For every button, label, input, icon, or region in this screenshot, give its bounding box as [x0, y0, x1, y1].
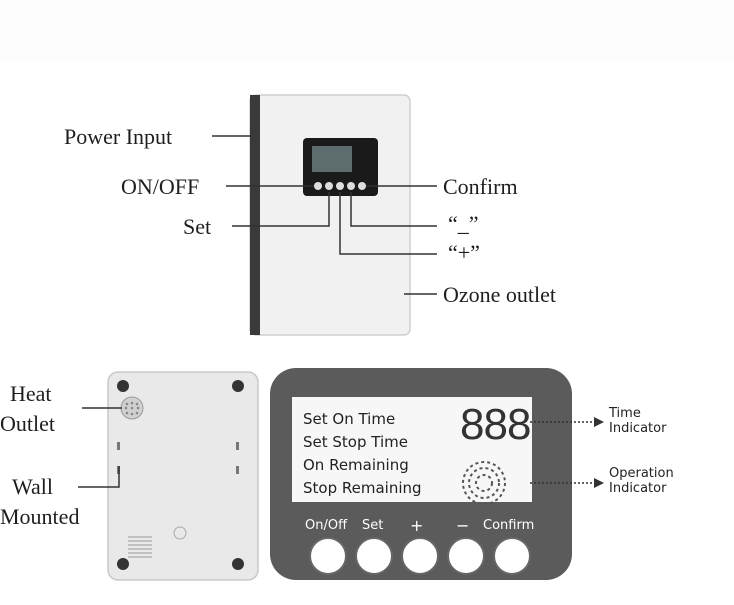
operation-swirl — [462, 461, 506, 505]
label-minus: “_” — [448, 211, 479, 236]
screen-display — [312, 146, 352, 172]
digit-display: 888 — [460, 400, 531, 449]
button-label-confirm: Confirm — [483, 518, 535, 533]
operation-indicator-line2: Indicator — [609, 481, 667, 496]
operation-indicator-line1: Operation — [609, 466, 674, 481]
label-on-off: ON/OFF — [121, 174, 200, 199]
device-side-edge — [250, 95, 260, 335]
button-label-minus: − — [456, 516, 470, 535]
plus-button[interactable] — [401, 537, 439, 575]
label-confirm: Confirm — [443, 174, 518, 199]
time-indicator-line2: Indicator — [609, 421, 667, 436]
lcd-line: Stop Remaining — [303, 479, 422, 497]
btn-set-small — [325, 182, 333, 190]
button-label-onoff: On/Off — [305, 518, 348, 533]
device-body — [249, 94, 411, 336]
label-set: Set — [183, 214, 212, 239]
label-power-input: Power Input — [64, 124, 173, 149]
top-background — [0, 0, 734, 62]
label-wall: Wall — [12, 474, 53, 499]
label-ozone-outlet: Ozone outlet — [443, 282, 557, 307]
minus-button[interactable] — [447, 537, 485, 575]
button-label-plus: + — [410, 516, 424, 535]
label-heat: Heat — [10, 381, 52, 406]
lcd-line: On Remaining — [303, 456, 409, 474]
btn-onoff-small — [314, 182, 322, 190]
operation-indicator-label: Operation Indicator — [609, 466, 674, 496]
onoff-button[interactable] — [309, 537, 347, 575]
button-label-set: Set — [362, 518, 384, 533]
time-indicator-line1: Time — [609, 406, 641, 421]
btn-plus-small — [336, 182, 344, 190]
set-button[interactable] — [355, 537, 393, 575]
btn-minus-small — [347, 182, 355, 190]
label-mounted: Mounted — [0, 504, 80, 529]
lcd-line: Set Stop Time — [303, 433, 408, 451]
lcd-line: Set On Time — [303, 410, 396, 428]
label-outlet: Outlet — [0, 411, 55, 436]
confirm-button[interactable] — [493, 537, 531, 575]
label-plus: “+” — [448, 240, 480, 265]
btn-confirm-small — [358, 182, 366, 190]
time-indicator-label: Time Indicator — [609, 406, 666, 436]
back-plate — [107, 371, 259, 581]
